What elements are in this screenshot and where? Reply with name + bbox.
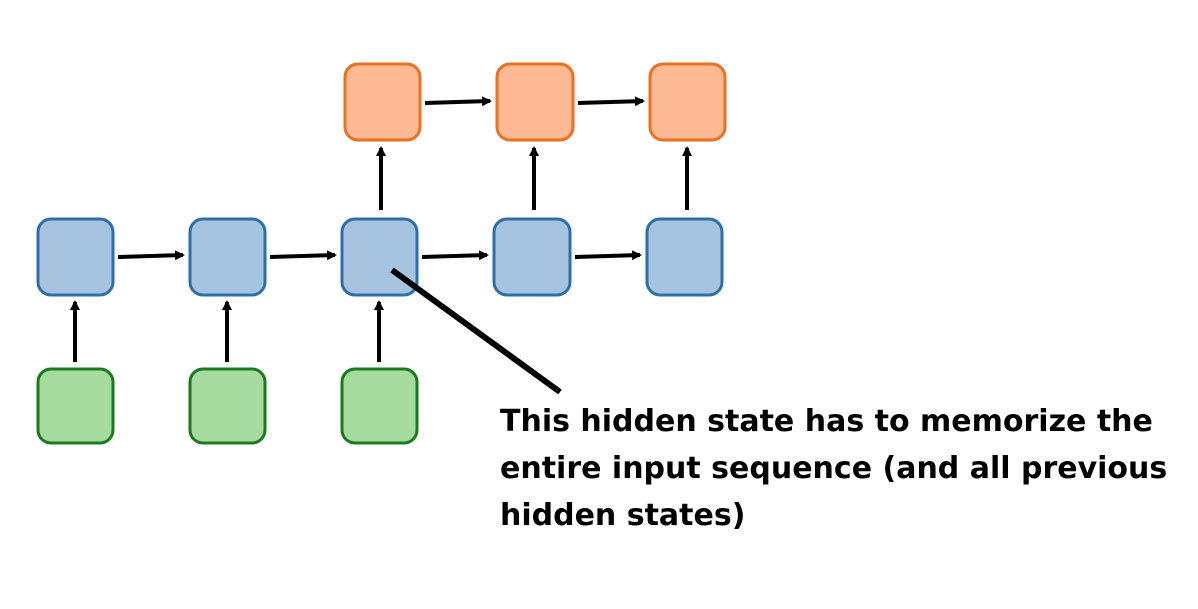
hidden-arrow-1-2 <box>117 250 185 261</box>
input-node-2 <box>188 367 267 445</box>
hidden-node-4 <box>492 217 572 297</box>
hidden-arrow-4-5 <box>574 250 642 261</box>
output-node-3 <box>648 62 727 142</box>
caption-pointer-line <box>390 267 562 395</box>
hidden-arrow-3-4 <box>421 250 489 261</box>
output-arrow-2-3 <box>577 96 645 107</box>
hidden-node-1 <box>36 217 115 297</box>
hidden-node-5 <box>645 217 724 297</box>
output-node-2 <box>495 62 575 142</box>
output-arrow-1-2 <box>424 96 492 107</box>
output-node-1 <box>343 62 422 142</box>
input-node-1 <box>36 367 115 445</box>
caption-text: This hidden state has to memorize the en… <box>500 398 1190 539</box>
caption-line-3: hidden states) <box>500 498 746 533</box>
caption-line-1: This hidden state has to memorize the <box>500 404 1153 439</box>
caption-line-2: entire input sequence (and all previous <box>500 451 1168 486</box>
input-node-3 <box>340 367 419 445</box>
hidden-arrow-2-3 <box>269 250 337 261</box>
hidden-node-2 <box>188 217 267 297</box>
